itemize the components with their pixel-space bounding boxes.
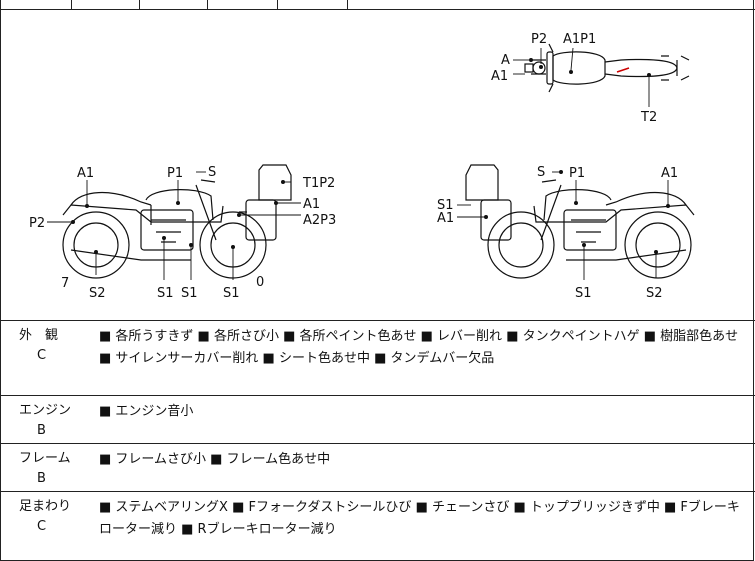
motorcycle-damage-diagram: P2 A1P1 A A1 T2 A1 P1 S T1P2 A1 A2P3 P2 … <box>1 10 755 320</box>
label-0: 0 <box>256 275 264 290</box>
label-p2: P2 <box>531 32 547 47</box>
section-category: 足まわり C <box>19 497 89 537</box>
section-description: ■ フレームさび小 ■ フレーム色あせ中 <box>99 452 331 467</box>
label-a1: A1 <box>491 69 508 84</box>
category-name: エンジン <box>19 403 72 418</box>
category-name: 足まわり <box>19 499 72 514</box>
label-s1: S1 <box>157 286 174 301</box>
section-description: ■ 各所うすきず ■ 各所さび小 ■ 各所ペイント色あせ ■ レバー削れ ■ タ… <box>99 329 739 366</box>
section-exterior: 外 観 C ■ 各所うすきず ■ 各所さび小 ■ 各所ペイント色あせ ■ レバー… <box>1 320 755 395</box>
label-t1p2: T1P2 <box>302 176 335 191</box>
category-name: フレーム <box>19 451 71 466</box>
section-description: ■ ステムベアリングX ■ Fフォークダストシールひび ■ チェーンさび ■ ト… <box>99 500 740 537</box>
top-view-bike <box>524 43 690 93</box>
category-name: 外 観 <box>19 328 59 343</box>
section-frame: フレーム B ■ フレームさび小 ■ フレーム色あせ中 <box>1 443 755 491</box>
divider <box>1 491 755 492</box>
label-s1: S1 <box>575 286 592 301</box>
top-cell <box>277 0 348 9</box>
label-s: S <box>208 165 216 180</box>
top-cell <box>207 0 278 9</box>
label-a1p1: A1P1 <box>563 32 596 47</box>
section-engine: エンジン B ■ エンジン音小 <box>1 395 755 443</box>
section-category: 外 観 C <box>19 326 89 366</box>
divider <box>1 443 755 444</box>
section-suspension: 足まわり C ■ ステムベアリングX ■ Fフォークダストシールひび ■ チェー… <box>1 491 755 561</box>
divider <box>1 320 755 321</box>
leader-lines <box>47 47 669 280</box>
label-p2: P2 <box>29 216 45 231</box>
label-a1: A1 <box>303 197 320 212</box>
label-a1: A1 <box>661 166 678 181</box>
label-p1: P1 <box>569 166 585 181</box>
label-a2p3: A2P3 <box>303 213 336 228</box>
label-s1: S1 <box>181 286 198 301</box>
label-a1: A1 <box>77 166 94 181</box>
top-table-row <box>1 0 755 10</box>
label-s1: S1 <box>437 198 454 213</box>
right-side-bike <box>465 164 695 279</box>
top-cell <box>1 0 72 9</box>
diagram-svg: P2 A1P1 A A1 T2 A1 P1 S T1P2 A1 A2P3 P2 … <box>29 32 695 301</box>
label-a: A <box>501 53 510 68</box>
section-description: ■ エンジン音小 <box>99 404 194 419</box>
diagram-labels: P2 A1P1 A A1 T2 A1 P1 S T1P2 A1 A2P3 P2 … <box>29 32 678 301</box>
left-side-bike <box>62 164 292 279</box>
section-category: フレーム B <box>19 449 89 489</box>
section-category: エンジン B <box>19 401 89 441</box>
label-a1: A1 <box>437 211 454 226</box>
label-7: 7 <box>61 276 69 291</box>
label-s2: S2 <box>89 286 106 301</box>
label-s1: S1 <box>223 286 240 301</box>
category-grade: B <box>37 423 46 438</box>
category-grade: C <box>37 348 47 363</box>
category-grade: B <box>37 471 46 486</box>
top-cell <box>71 0 140 9</box>
category-grade: C <box>37 519 47 534</box>
top-cell <box>139 0 208 9</box>
label-p1: P1 <box>167 166 183 181</box>
scratch-mark <box>616 67 630 73</box>
divider <box>1 395 755 396</box>
label-t2: T2 <box>640 110 657 125</box>
label-s2: S2 <box>646 286 663 301</box>
label-s: S <box>537 165 545 180</box>
